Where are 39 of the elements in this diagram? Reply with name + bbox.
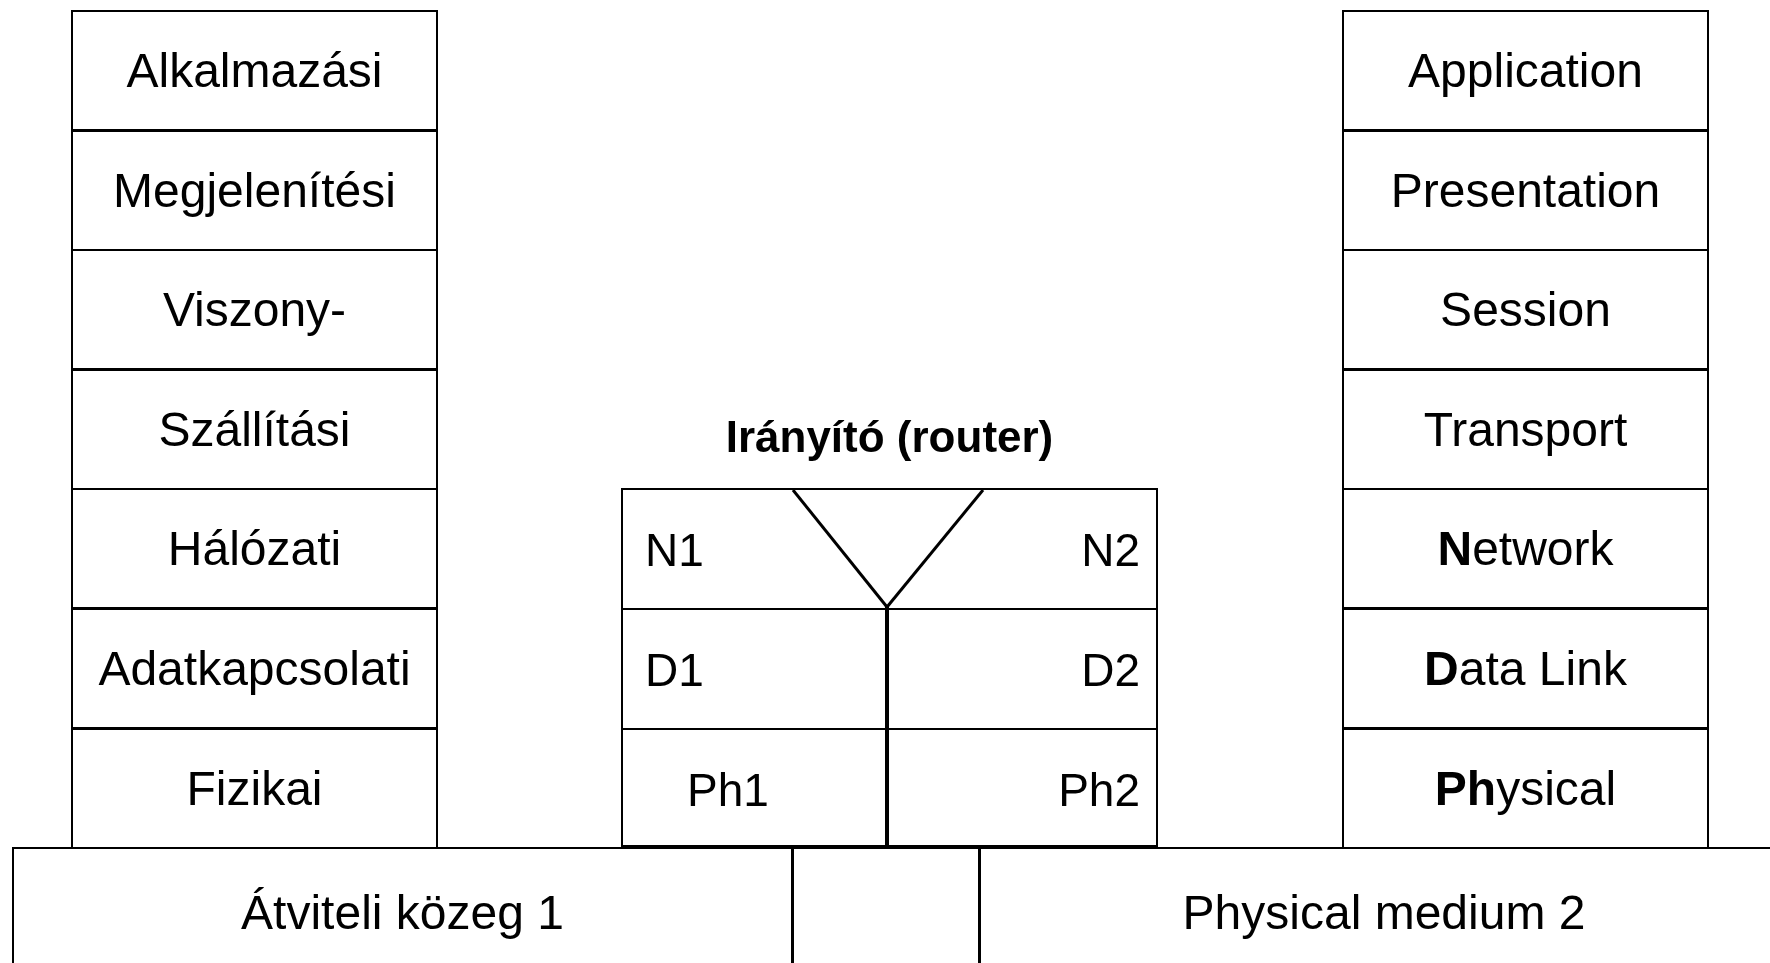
layer-box — [1342, 369, 1709, 490]
layer-label: Adatkapcsolati — [98, 641, 411, 696]
layer-box — [71, 488, 438, 609]
medium-box — [12, 847, 793, 963]
layer-label: Átviteli közeg 1 — [241, 884, 564, 940]
layer-box — [71, 10, 438, 131]
layer-label: Presentation — [1390, 163, 1661, 218]
layer-label: Alkalmazási — [126, 43, 383, 98]
layer-label: Transport — [1423, 402, 1628, 457]
layer-label: D1 — [645, 643, 704, 697]
router-title: Irányító (router) — [724, 412, 1055, 462]
layer-label: Physical — [1434, 761, 1617, 816]
layer-label: Viszony- — [162, 282, 347, 337]
layer-box — [71, 369, 438, 490]
layer-label: Application — [1408, 43, 1643, 98]
layer-label: Fizikai — [186, 761, 323, 816]
layer-label: Data Link — [1424, 641, 1627, 696]
layer-box — [71, 249, 438, 370]
layer-label: Ph1 — [687, 762, 769, 817]
layer-label: N1 — [645, 523, 704, 577]
layer-label: D2 — [1081, 643, 1140, 697]
layer-box — [1342, 608, 1709, 729]
layer-label: Megjelenítési — [113, 163, 396, 218]
layer-label: Ph2 — [1058, 762, 1140, 817]
layer-label: Physical medium 2 — [1182, 884, 1586, 940]
layer-box — [1342, 249, 1709, 370]
layer-box — [1342, 130, 1709, 251]
layer-box — [1342, 10, 1709, 131]
layer-box — [1342, 488, 1709, 609]
layer-box — [1342, 728, 1709, 849]
layer-box — [71, 728, 438, 849]
medium-box — [979, 847, 1770, 963]
layer-label: Session — [1440, 282, 1611, 337]
layer-label: Network — [1437, 521, 1614, 576]
layer-label: Hálózati — [167, 521, 342, 576]
layer-label: N2 — [1081, 523, 1140, 577]
layer-label: Szállítási — [158, 402, 351, 457]
layer-box — [71, 608, 438, 729]
layer-box — [71, 130, 438, 251]
